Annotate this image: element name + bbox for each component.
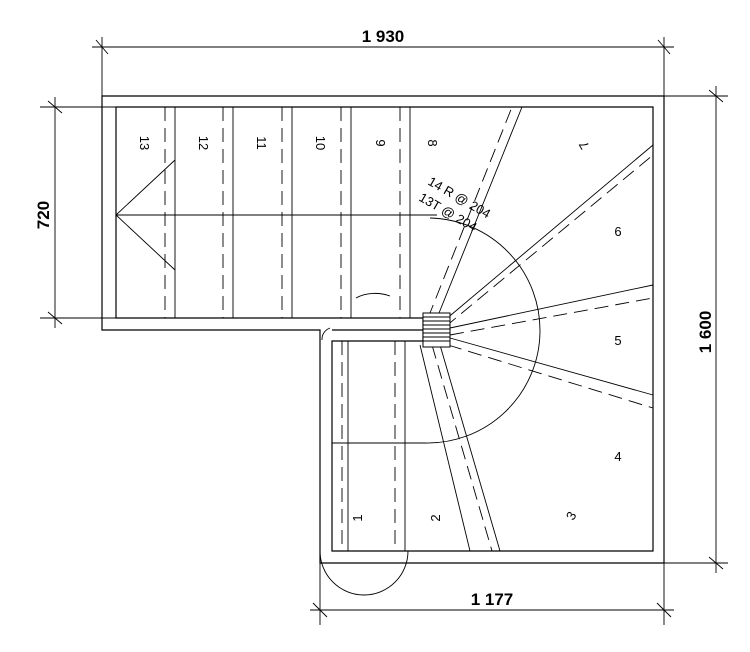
outer-walls (101, 95, 665, 564)
step-3: 3 (563, 509, 580, 523)
step-12: 12 (196, 136, 211, 150)
newel-post (422, 312, 451, 348)
step-10: 10 (313, 136, 328, 150)
step-9: 9 (373, 139, 388, 146)
step-1: 1 (350, 514, 365, 521)
step-numbers: 1 2 3 4 5 6 7 8 9 10 11 12 13 (137, 136, 622, 523)
step-6: 6 (614, 224, 621, 239)
step-7: 7 (576, 138, 593, 152)
upper-flight-treads (115, 107, 437, 318)
step-8: 8 (425, 139, 440, 146)
dimension-lines (40, 37, 728, 625)
dimension-left: 720 (34, 201, 53, 229)
step-2: 2 (428, 514, 443, 521)
winder-treads (319, 106, 654, 596)
step-11: 11 (254, 136, 269, 150)
dimension-top: 1 930 (362, 27, 405, 46)
dimension-bottom: 1 177 (471, 590, 514, 609)
step-4: 4 (614, 449, 621, 464)
dimension-right: 1 600 (696, 311, 715, 354)
step-5: 5 (614, 333, 621, 348)
step-13: 13 (137, 136, 152, 150)
